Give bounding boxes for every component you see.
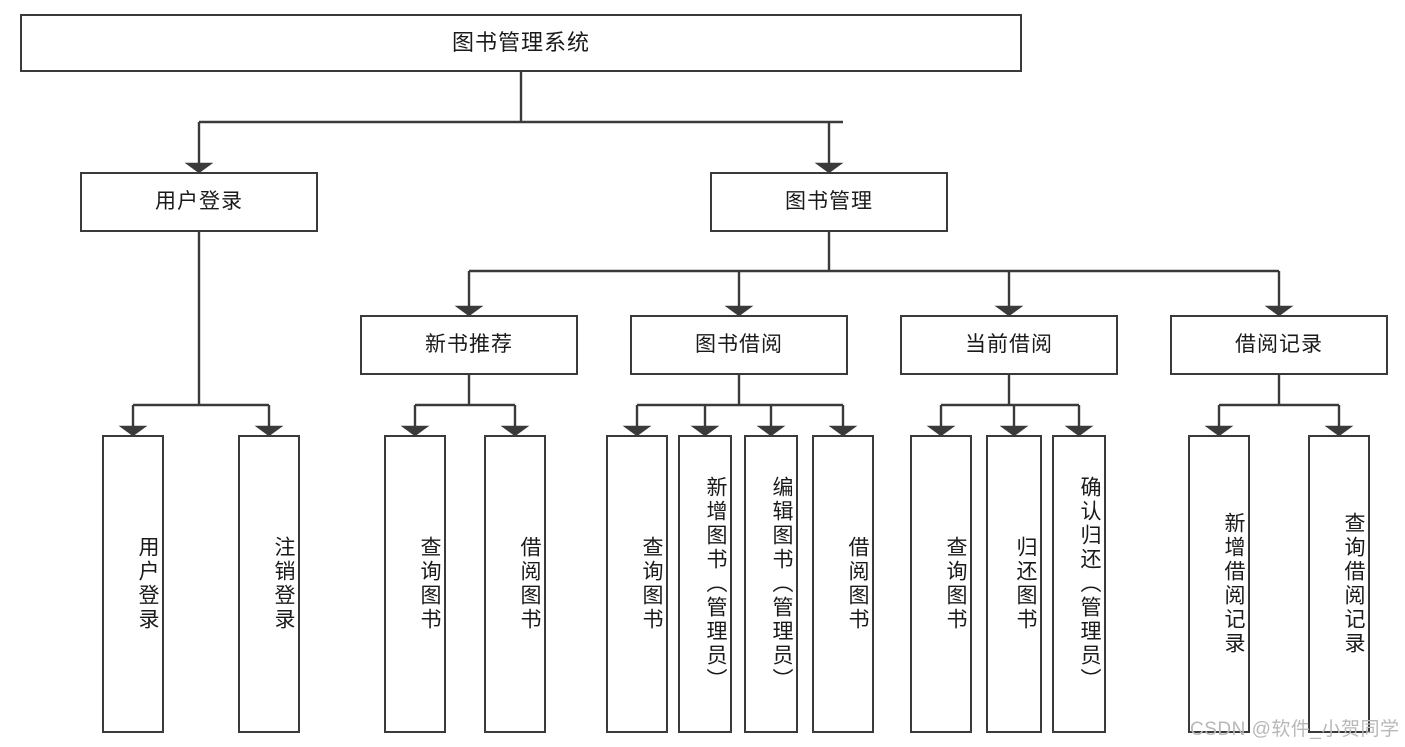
- node-root[interactable]: 图书管理系统: [20, 14, 1022, 72]
- node-book-borrow[interactable]: 图书借阅: [630, 315, 848, 375]
- node-leaf-logout-label: 注销登录: [272, 536, 295, 632]
- node-root-label: 图书管理系统: [451, 29, 590, 55]
- node-leaf-query-book-cur-label: 查询图书: [944, 536, 967, 632]
- node-leaf-query-record[interactable]: 查询借阅记录: [1308, 435, 1370, 733]
- node-leaf-add-record-label: 新增借阅记录: [1222, 512, 1245, 656]
- node-current-borrow[interactable]: 当前借阅: [900, 315, 1118, 375]
- node-leaf-user-login[interactable]: 用户登录: [102, 435, 164, 733]
- node-leaf-query-book-borrow-label: 查询图书: [640, 536, 663, 632]
- node-leaf-borrow-book-rec[interactable]: 借阅图书: [484, 435, 546, 733]
- node-new-book-rec[interactable]: 新书推荐: [360, 315, 578, 375]
- node-borrow-record-label: 借阅记录: [1235, 333, 1323, 357]
- node-leaf-borrow-book-label: 借阅图书: [846, 536, 869, 632]
- node-leaf-return-book-label: 归还图书: [1014, 536, 1037, 632]
- node-leaf-confirm-return[interactable]: 确认归还（管理员）: [1052, 435, 1106, 733]
- node-leaf-confirm-return-label: 确认归还（管理员）: [1078, 476, 1101, 692]
- node-leaf-edit-book[interactable]: 编辑图书（管理员）: [744, 435, 798, 733]
- node-current-borrow-label: 当前借阅: [965, 333, 1053, 357]
- node-leaf-borrow-book[interactable]: 借阅图书: [812, 435, 874, 733]
- node-leaf-return-book[interactable]: 归还图书: [986, 435, 1042, 733]
- node-user-login[interactable]: 用户登录: [80, 172, 318, 232]
- node-user-login-label: 用户登录: [155, 190, 243, 214]
- node-leaf-query-book-rec[interactable]: 查询图书: [384, 435, 446, 733]
- node-leaf-logout[interactable]: 注销登录: [238, 435, 300, 733]
- node-leaf-edit-book-label: 编辑图书（管理员）: [770, 476, 793, 692]
- node-borrow-record[interactable]: 借阅记录: [1170, 315, 1388, 375]
- node-book-manage[interactable]: 图书管理: [710, 172, 948, 232]
- csdn-watermark: CSDN @软件_小贺同学: [1190, 719, 1400, 740]
- node-leaf-query-book-cur[interactable]: 查询图书: [910, 435, 972, 733]
- node-leaf-query-book-rec-label: 查询图书: [418, 536, 441, 632]
- node-leaf-add-book[interactable]: 新增图书（管理员）: [678, 435, 732, 733]
- node-leaf-borrow-book-rec-label: 借阅图书: [518, 536, 541, 632]
- node-leaf-query-record-label: 查询借阅记录: [1342, 512, 1365, 656]
- node-leaf-add-record[interactable]: 新增借阅记录: [1188, 435, 1250, 733]
- node-leaf-query-book-borrow[interactable]: 查询图书: [606, 435, 668, 733]
- node-book-manage-label: 图书管理: [785, 190, 873, 214]
- node-new-book-rec-label: 新书推荐: [425, 333, 513, 357]
- node-book-borrow-label: 图书借阅: [695, 333, 783, 357]
- node-leaf-user-login-label: 用户登录: [136, 536, 159, 632]
- node-leaf-add-book-label: 新增图书（管理员）: [704, 476, 727, 692]
